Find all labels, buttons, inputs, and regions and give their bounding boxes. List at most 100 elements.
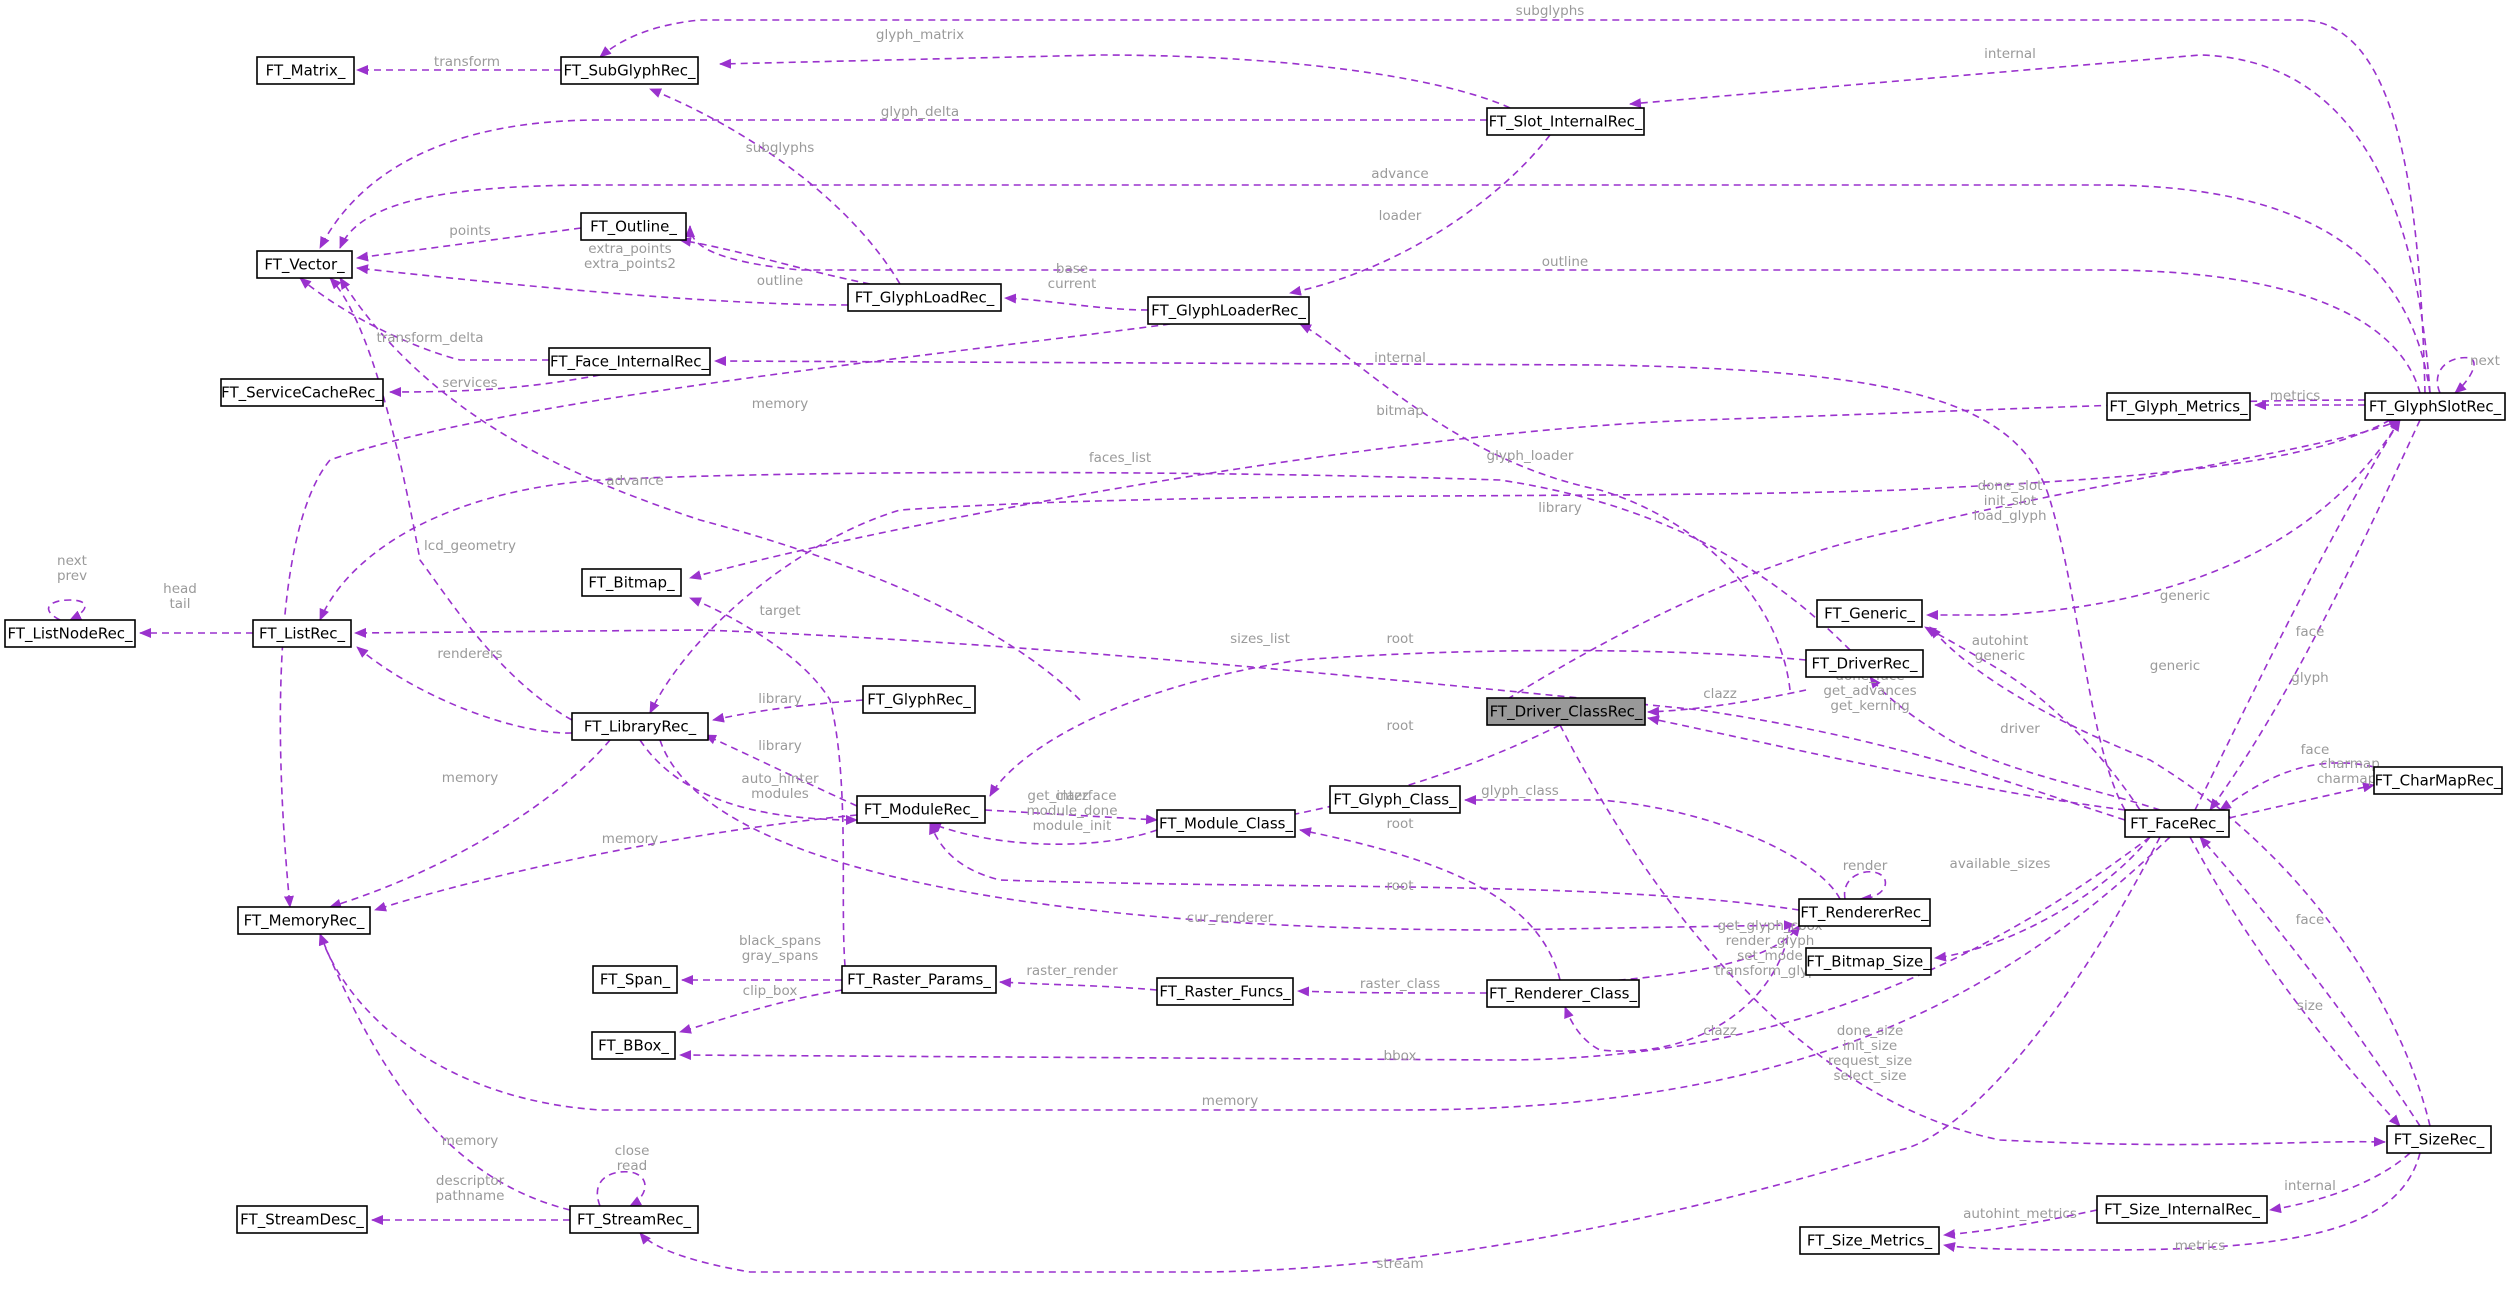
node-ft-bitmap-size[interactable]: FT_Bitmap_Size_	[1805, 947, 1932, 976]
node-ft-streamdesc[interactable]: FT_StreamDesc_	[236, 1205, 368, 1234]
node-ft-matrix[interactable]: FT_Matrix_	[256, 56, 355, 85]
edge-close-read	[596, 1170, 646, 1207]
node-ft-listrec[interactable]: FT_ListRec_	[252, 619, 352, 648]
edge-label-subglyphs-load: subglyphs	[746, 140, 815, 156]
node-ft-generic[interactable]: FT_Generic_	[1816, 599, 1923, 628]
node-label: FT_Bitmap_	[588, 574, 675, 593]
edge-face-size	[2199, 836, 2421, 1127]
edge-glyph-class	[1464, 795, 1841, 900]
edge-label-bitmap: bitmap	[1376, 403, 1424, 419]
node-ft-facerec[interactable]: FT_FaceRec_	[2124, 809, 2230, 838]
node-ft-libraryrec[interactable]: FT_LibraryRec_	[571, 712, 709, 741]
edge-label-target: target	[759, 603, 800, 619]
edge-root-renderer-class	[1299, 827, 1561, 981]
node-ft-raster-funcs[interactable]: FT_Raster_Funcs_	[1156, 977, 1294, 1006]
node-ft-driver-classrec[interactable]: FT_Driver_ClassRec_	[1486, 697, 1646, 726]
node-ft-size-internalrec[interactable]: FT_Size_InternalRec_	[2096, 1195, 2268, 1224]
edge-label-size: size	[2297, 998, 2323, 1014]
edge-label-raster-class: raster_class	[1360, 976, 1440, 992]
node-label: FT_ListRec_	[259, 625, 345, 644]
edge-label-renderers: renderers	[437, 646, 502, 662]
edge-label-internal-size: internal	[2284, 1178, 2336, 1194]
node-ft-listnoderec[interactable]: FT_ListNodeRec_	[4, 619, 136, 648]
node-ft-modulerec[interactable]: FT_ModuleRec_	[856, 795, 986, 824]
node-ft-span[interactable]: FT_Span_	[592, 965, 678, 994]
edge-label-memory-face: memory	[1202, 1093, 1258, 1109]
edge-driver	[1869, 676, 2161, 811]
edge-label-autohint-metrics: autohint_metrics	[1963, 1206, 2077, 1222]
node-label: FT_Matrix_	[266, 62, 346, 81]
edge-label-render: render	[1843, 858, 1888, 874]
edge-label-clazz-driver: clazz	[1703, 686, 1737, 702]
node-ft-rendererrec[interactable]: FT_RendererRec_	[1798, 898, 1931, 927]
edge-label-face-size: face	[2296, 912, 2325, 928]
edge-label-memory-lib: memory	[442, 770, 498, 786]
edge-label-metrics-slot: metrics	[2270, 388, 2321, 404]
node-ft-slot-internalrec[interactable]: FT_Slot_InternalRec_	[1486, 107, 1645, 136]
node-ft-bitmap[interactable]: FT_Bitmap_	[581, 568, 682, 597]
node-label: FT_RendererRec_	[1800, 904, 1929, 923]
node-ft-glyphloadrec[interactable]: FT_GlyphLoadRec_	[847, 283, 1002, 312]
node-ft-face-internalrec[interactable]: FT_Face_InternalRec_	[548, 347, 711, 376]
node-ft-servicecacherec[interactable]: FT_ServiceCacheRec_	[220, 378, 384, 407]
edge-label-cur-renderer: cur_renderer	[1187, 910, 1274, 926]
edge-glyph-matrix	[719, 54, 1511, 109]
edge-outline-load	[679, 236, 871, 285]
edge-label-library-slot: library	[1538, 500, 1581, 516]
node-ft-subglyphrec[interactable]: FT_SubGlyphRec_	[560, 56, 699, 85]
node-ft-glyphslotrec[interactable]: FT_GlyphSlotRec_	[2364, 392, 2506, 421]
node-label: FT_MemoryRec_	[244, 912, 365, 931]
edge-label-points: points	[449, 223, 490, 239]
edge-label-face-charmap: face	[2301, 742, 2330, 758]
edge-label-glyph-face: glyph	[2291, 670, 2328, 686]
node-label: FT_Bitmap_Size_	[1806, 953, 1931, 972]
node-label: FT_Vector_	[264, 256, 345, 275]
edge-label-clip-box: clip_box	[743, 983, 798, 999]
node-ft-renderer-class[interactable]: FT_Renderer_Class_	[1486, 979, 1640, 1008]
node-ft-vector[interactable]: FT_Vector_	[256, 250, 353, 279]
node-ft-bbox[interactable]: FT_BBox_	[591, 1031, 676, 1060]
edge-size	[2189, 836, 2401, 1127]
node-ft-size-metrics[interactable]: FT_Size_Metrics_	[1799, 1226, 1940, 1255]
edge-label-internal-face: internal	[1374, 350, 1426, 366]
node-ft-streamrec[interactable]: FT_StreamRec_	[569, 1205, 699, 1234]
edge-points	[356, 227, 582, 262]
edge-label-outline-slot: outline	[1542, 254, 1588, 270]
node-ft-glyphrec[interactable]: FT_GlyphRec_	[862, 685, 976, 714]
edge-label-face-slot: face	[2296, 624, 2325, 640]
edge-label-glyph-matrix: glyph_matrix	[876, 27, 964, 43]
node-label: FT_CharMapRec_	[2375, 772, 2502, 791]
node-ft-module-class[interactable]: FT_Module_Class_	[1156, 809, 1296, 838]
edge-next-slot	[2436, 356, 2475, 394]
edge-outline-slot	[685, 225, 2421, 394]
edge-label-faces-list: faces_list	[1089, 450, 1151, 466]
node-label: FT_GlyphLoaderRec_	[1151, 302, 1306, 321]
edge-label-metrics-size: metrics	[2175, 1238, 2226, 1254]
edge-subglyphs-load	[649, 88, 901, 285]
edge-label-loader: loader	[1379, 208, 1422, 224]
node-ft-sizerec[interactable]: FT_SizeRec_	[2386, 1125, 2492, 1154]
node-label: FT_LibraryRec_	[584, 718, 697, 737]
edge-auto-hinter	[639, 739, 858, 825]
edge-internal-face	[714, 356, 2126, 811]
node-ft-outline[interactable]: FT_Outline_	[580, 212, 687, 241]
node-label: FT_FaceRec_	[2130, 815, 2224, 834]
node-ft-raster-params[interactable]: FT_Raster_Params_	[841, 965, 997, 994]
node-ft-charmaprec[interactable]: FT_CharMapRec_	[2373, 766, 2503, 795]
node-ft-driverrec[interactable]: FT_DriverRec_	[1805, 649, 1924, 678]
node-ft-glyph-class[interactable]: FT_Glyph_Class_	[1329, 785, 1461, 814]
edge-lcd-geometry	[329, 277, 573, 721]
node-ft-memoryrec[interactable]: FT_MemoryRec_	[237, 906, 371, 935]
node-ft-glyphloaderrec[interactable]: FT_GlyphLoaderRec_	[1147, 296, 1310, 325]
edge-internal-slot	[1629, 54, 2431, 394]
edge-library-slot	[649, 419, 2391, 714]
node-label: FT_ModuleRec_	[864, 801, 979, 820]
edge-memory-stream	[319, 933, 571, 1211]
node-ft-glyph-metrics[interactable]: FT_Glyph_Metrics_	[2106, 392, 2251, 421]
edge-face-slot	[2209, 419, 2421, 811]
